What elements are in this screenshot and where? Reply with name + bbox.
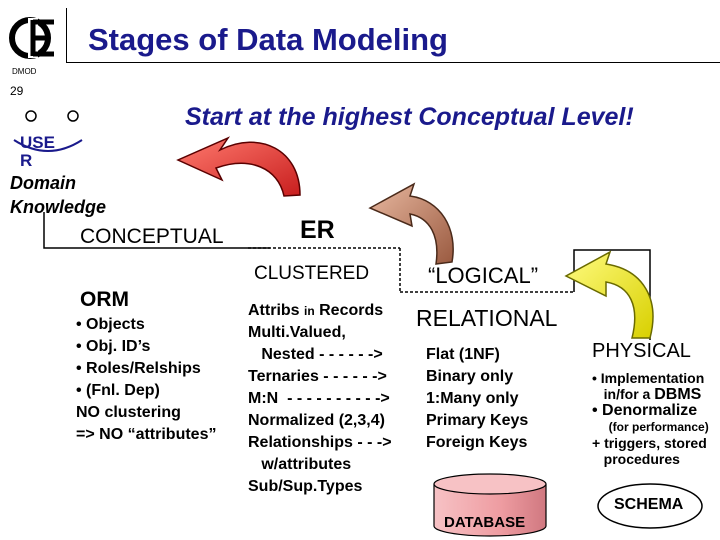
- physical-item-procedures: procedures: [592, 451, 680, 467]
- level-relational: RELATIONAL: [416, 305, 558, 331]
- level-er: ER: [300, 216, 335, 244]
- schema-ellipse: [597, 483, 703, 529]
- user-label-line2: R: [20, 151, 33, 170]
- level-logical: “LOGICAL”: [428, 263, 539, 288]
- orm-title: ORM: [80, 288, 129, 311]
- physical-item-impl: • Implementation: [592, 370, 705, 386]
- domain-connector-line: [43, 212, 270, 249]
- relational-item: Primary Keys: [426, 412, 529, 429]
- relational-item: Foreign Keys: [426, 434, 528, 451]
- red-curved-arrow-icon: [176, 136, 301, 197]
- user-smiley-icon: [13, 110, 83, 152]
- database-cylinder-icon: [433, 473, 547, 537]
- logo-icon: [9, 17, 54, 59]
- physical-item-perf: (for performance): [592, 420, 709, 434]
- orm-list: • Objects • Obj. ID’s • Roles/Relships •…: [76, 314, 216, 446]
- orm-item: • Roles/Relships: [76, 360, 201, 377]
- er-item: Ternaries - - - - - ->: [248, 368, 387, 385]
- domain-line1: Domain: [10, 173, 77, 193]
- orm-item: => NO “attributes”: [76, 426, 217, 443]
- user-label: USE R: [20, 134, 55, 170]
- physical-list: • Implementation in/for a DBMS • Denorma…: [592, 370, 709, 467]
- er-item: Sub/Sup.Types: [248, 478, 363, 495]
- orm-item: • Obj. ID’s: [76, 338, 151, 355]
- domain-knowledge: Domain Knowledge: [10, 171, 106, 219]
- physical-dbms-text: DBMS: [654, 386, 702, 403]
- relational-item: 1:Many only: [426, 390, 519, 407]
- relational-list: Flat (1NF) Binary only 1:Many only Prima…: [426, 344, 528, 454]
- yellow-curved-arrow-icon: [564, 250, 654, 339]
- level-conceptual: CONCEPTUAL: [80, 225, 224, 248]
- slide-code: DMOD: [12, 67, 37, 76]
- er-item: Normalized (2,3,4): [248, 412, 385, 429]
- orm-item: NO clustering: [76, 404, 181, 421]
- level-physical: PHYSICAL: [592, 340, 691, 362]
- physical-item-triggers: + triggers, stored: [592, 435, 707, 451]
- er-item: w/attributes: [248, 456, 352, 473]
- headline: Start at the highest Conceptual Level!: [185, 103, 634, 131]
- slide-number: 29: [10, 84, 24, 98]
- page-title: Stages of Data Modeling: [88, 22, 448, 57]
- domain-line2: Knowledge: [10, 197, 107, 217]
- er-item: M:N - - - - - - - - - ->: [248, 390, 390, 407]
- physical-infor-text: in/for a: [592, 386, 655, 402]
- er-in-text: in: [304, 304, 315, 318]
- er-item: Relationships - - ->: [248, 434, 392, 451]
- level-clustered: CLUSTERED: [254, 263, 370, 284]
- brown-curved-arrow-icon: [368, 182, 454, 265]
- er-item-attribs: Attribs in Records: [248, 300, 392, 322]
- user-label-line1: USE: [20, 133, 55, 152]
- orm-item: • (Fnl. Dep): [76, 382, 160, 399]
- header-rule: [66, 62, 720, 63]
- schema-label: SCHEMA: [614, 496, 684, 513]
- physical-item-denorm: • Denormalize: [592, 402, 698, 419]
- er-attribs-text: Attribs: [248, 302, 304, 319]
- database-label: DATABASE: [444, 514, 526, 531]
- er-list: Attribs in Records Multi.Valued, Nested …: [248, 300, 392, 498]
- er-item: Multi.Valued,: [248, 324, 346, 341]
- relational-item: Binary only: [426, 368, 514, 385]
- relational-item: Flat (1NF): [426, 346, 500, 363]
- orm-item: • Objects: [76, 316, 145, 333]
- physical-item-dbms: in/for a DBMS: [592, 386, 709, 403]
- header-vertical-rule: [66, 8, 67, 62]
- er-item: Nested - - - - - ->: [248, 346, 383, 363]
- er-records-text: Records: [314, 302, 384, 319]
